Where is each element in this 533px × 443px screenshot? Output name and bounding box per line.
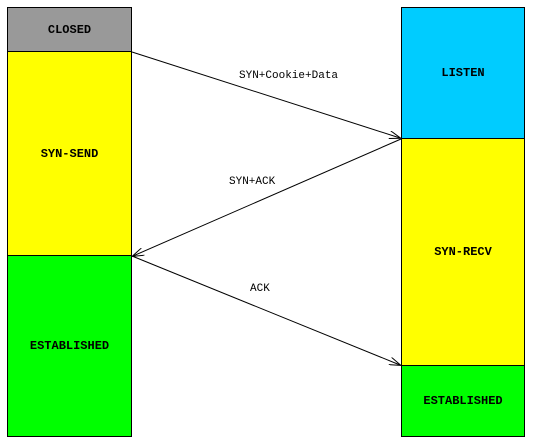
arrow-ack bbox=[131, 255, 400, 365]
server-state-established: ESTABLISHED bbox=[401, 365, 525, 437]
client-state-closed: CLOSED bbox=[7, 7, 132, 52]
message-label-syn-cookie-data: SYN+Cookie+Data bbox=[239, 70, 339, 82]
server-state-syn-recv: SYN-RECV bbox=[401, 138, 525, 366]
arrow-syn-ack bbox=[133, 138, 402, 256]
client-state-established: ESTABLISHED bbox=[7, 255, 132, 437]
message-label-syn-ack: SYN+ACK bbox=[229, 176, 276, 188]
client-state-syn-send: SYN-SEND bbox=[7, 51, 132, 256]
message-label-ack: ACK bbox=[250, 283, 270, 295]
arrow-syn-cookie-data bbox=[131, 51, 400, 138]
